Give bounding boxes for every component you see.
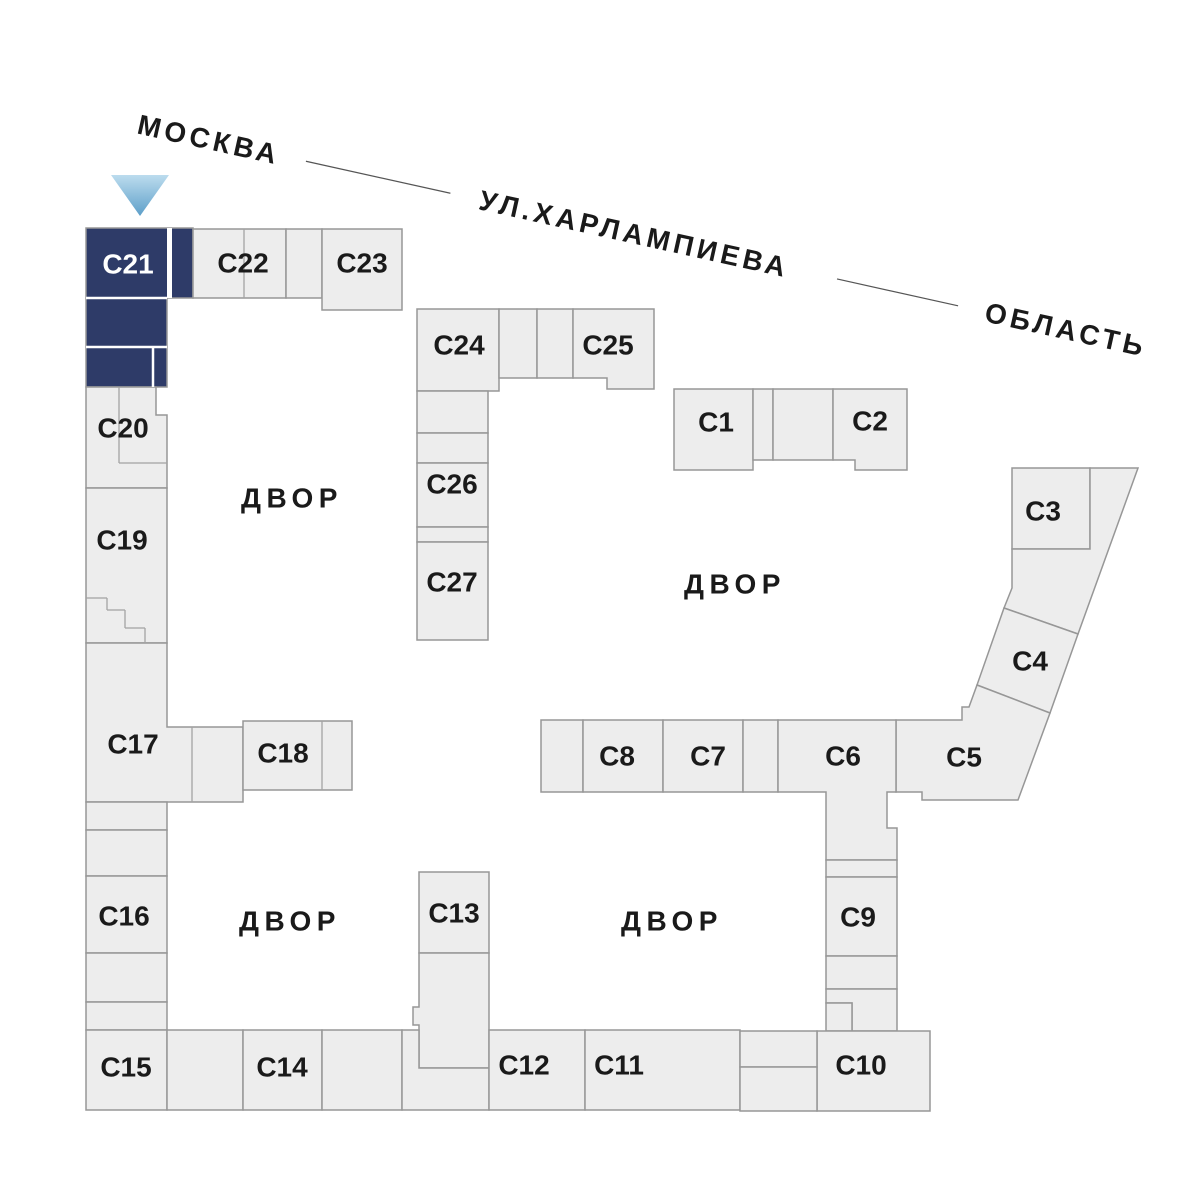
street-label: МОСКВА (135, 109, 284, 171)
building-c6[interactable] (777, 719, 898, 861)
building-c25[interactable] (572, 308, 655, 390)
building-section (166, 1029, 244, 1111)
building-c8[interactable] (582, 719, 664, 793)
location-pointer-icon (111, 175, 169, 216)
building-c23[interactable] (321, 228, 403, 311)
building-c27[interactable] (416, 541, 489, 641)
building-c1[interactable] (673, 388, 754, 471)
building-c16[interactable] (85, 875, 168, 954)
building-section (285, 228, 323, 299)
building-section (825, 955, 898, 990)
building-section (416, 526, 489, 543)
building-c19[interactable] (85, 487, 168, 644)
building-c14[interactable] (242, 1029, 323, 1111)
building-c15[interactable] (85, 1029, 168, 1111)
courtyard-label-4: ДВОР (621, 906, 723, 937)
building-section (321, 1029, 403, 1111)
building-section (498, 308, 538, 379)
building-c20[interactable] (85, 386, 168, 489)
building-section (752, 388, 774, 461)
building-c13[interactable] (418, 871, 490, 954)
building-section (739, 1030, 818, 1068)
building-c26[interactable] (416, 462, 489, 528)
building-section (772, 388, 834, 461)
building-section (416, 390, 489, 434)
building-c5[interactable] (895, 684, 1051, 801)
building-c9[interactable] (825, 876, 898, 957)
building-section (540, 719, 584, 793)
courtyard-label-2: ДВОР (684, 569, 786, 600)
building-section (825, 859, 898, 878)
building-c12[interactable] (488, 1029, 586, 1111)
building-c3[interactable] (1011, 467, 1091, 550)
building-section (742, 719, 779, 793)
building-section (85, 1001, 168, 1031)
street-label: УЛ.ХАРЛАМПИЕВА (476, 185, 792, 284)
building-c22[interactable] (192, 228, 287, 299)
building-section (536, 308, 574, 379)
building-c18[interactable] (242, 720, 353, 791)
building-c17[interactable] (85, 642, 244, 803)
street-connector-line (836, 278, 959, 307)
building-c7[interactable] (662, 719, 744, 793)
courtyard-label-3: ДВОР (239, 906, 341, 937)
building-c21[interactable] (85, 227, 194, 388)
building-c2[interactable] (832, 388, 908, 471)
building-section (1003, 467, 1140, 635)
street-label: ОБЛАСТЬ (982, 297, 1150, 363)
building-section (85, 801, 168, 831)
building-section (85, 952, 168, 1003)
building-section (416, 432, 489, 464)
building-c11[interactable] (584, 1029, 741, 1111)
building-c10[interactable] (816, 1030, 931, 1112)
building-section (825, 1002, 853, 1032)
building-section (85, 829, 168, 877)
building-c24[interactable] (416, 308, 500, 392)
street-connector-line (305, 160, 451, 194)
courtyard-label-1: ДВОР (241, 483, 343, 514)
building-section (412, 952, 490, 1069)
building-section (739, 1066, 818, 1112)
